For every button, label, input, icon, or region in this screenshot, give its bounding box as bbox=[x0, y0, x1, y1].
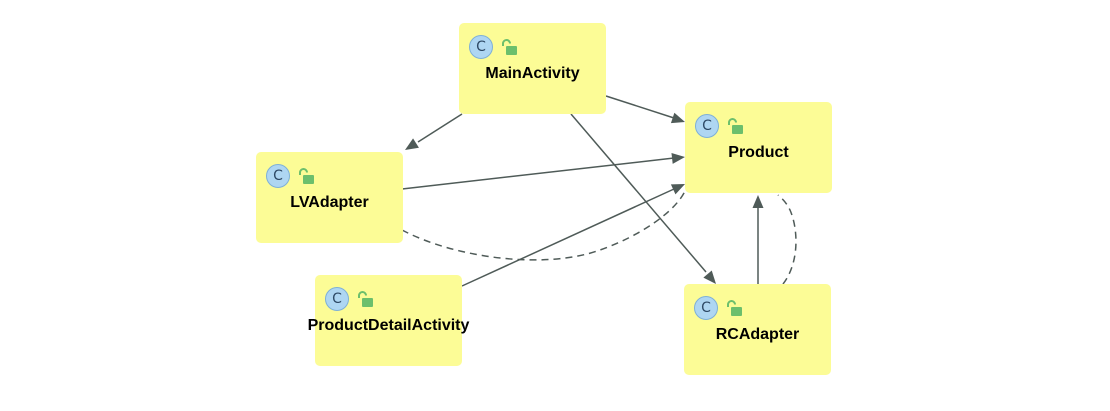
edge-arrowhead bbox=[405, 138, 419, 150]
edge-main-to-prod bbox=[605, 95, 675, 119]
class-node-product[interactable]: C Product bbox=[685, 102, 832, 193]
class-name-label: Product bbox=[728, 144, 789, 161]
edge-arrowhead bbox=[670, 184, 685, 195]
class-c-icon: C bbox=[695, 114, 719, 138]
class-c-icon: C bbox=[266, 164, 290, 188]
edge-lv-to-prod bbox=[401, 157, 675, 190]
class-node-lvadapter[interactable]: C LVAdapter bbox=[256, 152, 403, 243]
edge-arrowhead bbox=[670, 112, 685, 124]
class-c-icon: C bbox=[325, 287, 349, 311]
public-unlock-icon bbox=[727, 300, 742, 316]
class-c-icon: C bbox=[694, 296, 718, 320]
class-name-label: ProductDetailActivity bbox=[307, 317, 470, 334]
edge-main-to-rc bbox=[570, 113, 707, 273]
public-unlock-icon bbox=[728, 118, 743, 134]
public-unlock-icon bbox=[299, 168, 314, 184]
class-node-productdetailactivity[interactable]: C ProductDetailActivity bbox=[308, 275, 469, 366]
edge-main-to-lv bbox=[417, 113, 463, 143]
class-name-label: MainActivity bbox=[485, 65, 580, 82]
edge-arrowhead bbox=[752, 195, 764, 208]
edge-arrowhead bbox=[671, 152, 685, 164]
class-name-label: LVAdapter bbox=[290, 194, 369, 211]
class-name-label: RCAdapter bbox=[715, 326, 800, 343]
public-unlock-icon bbox=[358, 291, 373, 307]
edge-pd-to-prod bbox=[461, 188, 675, 287]
edge-rc-to-prod-dashed bbox=[777, 194, 797, 285]
class-c-icon: C bbox=[469, 35, 493, 59]
edge-arrowhead bbox=[703, 270, 716, 284]
class-node-mainactivity[interactable]: C MainActivity bbox=[459, 23, 606, 114]
class-node-rcadapter[interactable]: C RCAdapter bbox=[684, 284, 831, 375]
public-unlock-icon bbox=[502, 39, 517, 55]
edge-lv-to-prod-dashed bbox=[401, 190, 686, 261]
